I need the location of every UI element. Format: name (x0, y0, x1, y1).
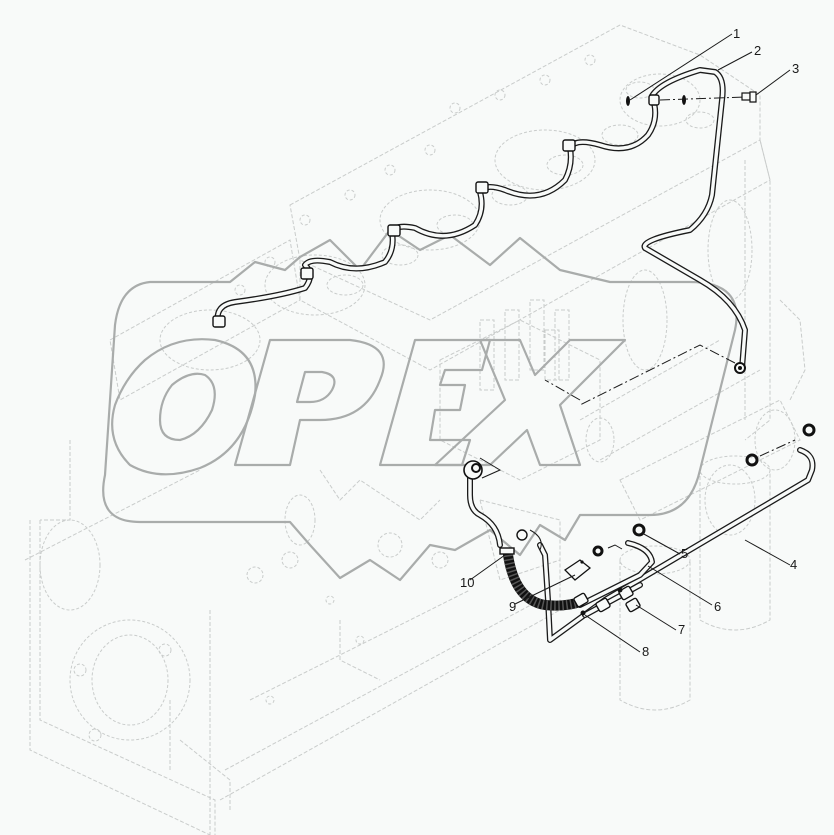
engine-block-outline (24, 24, 806, 835)
lower-fuel-lines (467, 447, 816, 643)
upper-washers-and-bolt (626, 91, 757, 106)
injector-fittings (212, 94, 660, 328)
callout-5[interactable]: 5 (681, 546, 688, 561)
banjo-fitting-lower (463, 457, 515, 555)
callout-10[interactable]: 10 (460, 575, 474, 590)
callout-7[interactable]: 7 (678, 622, 685, 637)
hollow-bolt (516, 529, 623, 581)
sealing-washers (632, 423, 816, 537)
callout-8[interactable]: 8 (642, 644, 649, 659)
callout-3[interactable]: 3 (792, 61, 799, 76)
pipe-clamps (573, 585, 641, 616)
callout-1[interactable]: 1 (733, 26, 740, 41)
callout-2[interactable]: 2 (754, 43, 761, 58)
leader-lines (469, 33, 791, 653)
cylinder-head-holes (159, 54, 715, 371)
opex-watermark (102, 228, 738, 582)
callout-6[interactable]: 6 (714, 599, 721, 614)
callout-9[interactable]: 9 (509, 599, 516, 614)
injection-lines (214, 67, 748, 371)
callout-4[interactable]: 4 (790, 557, 797, 572)
callout-labels: 1 2 3 4 5 6 7 8 9 10 (460, 26, 799, 659)
